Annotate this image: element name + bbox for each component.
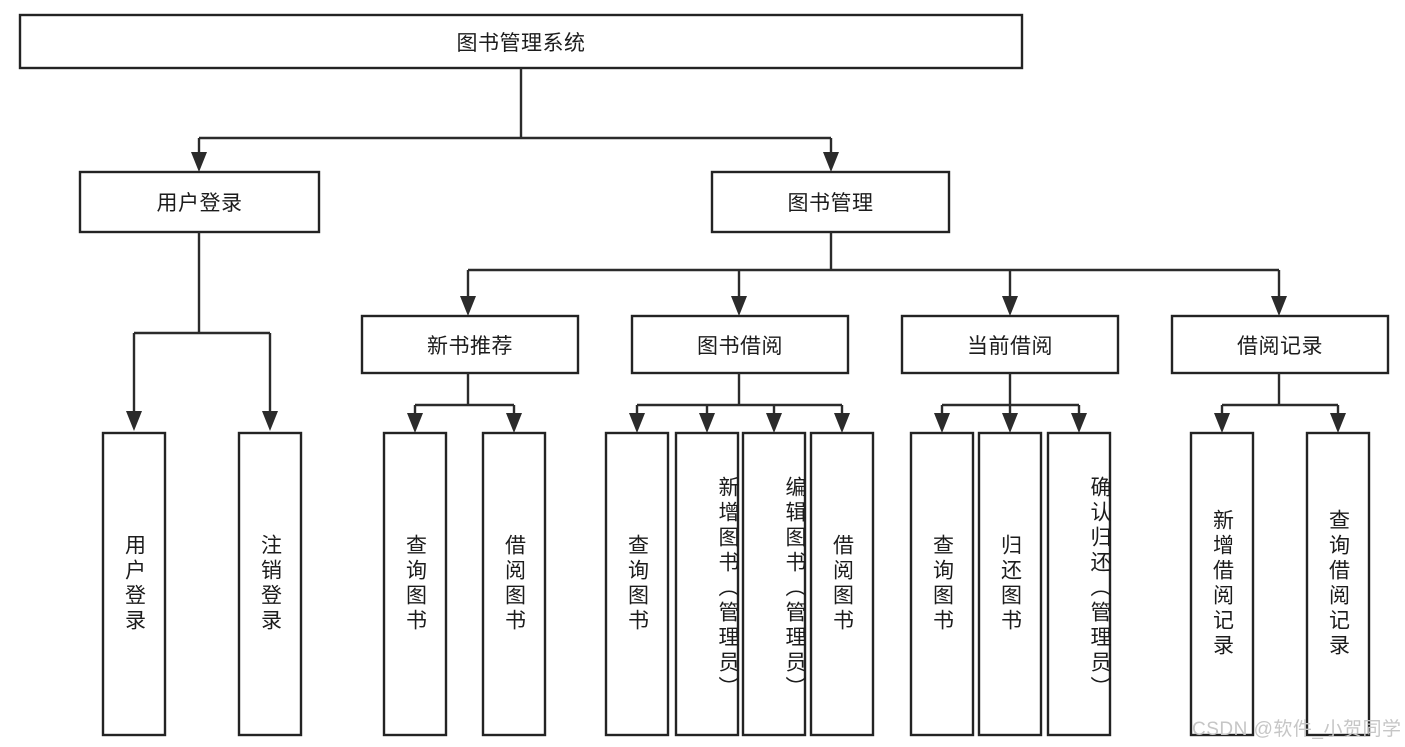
arrowhead-user-login-leaf-1 (126, 411, 142, 431)
node-box-root[interactable] (18, 13, 1024, 70)
node-box-leaf-confirm-return[interactable] (1046, 431, 1112, 737)
arrowhead-to-current-borrow (1002, 296, 1018, 316)
node-box-leaf-edit-book[interactable] (741, 431, 807, 737)
node-box-leaf-query-record[interactable] (1305, 431, 1371, 737)
node-box-leaf-query-book-3[interactable] (909, 431, 975, 737)
node-box-book-manage[interactable] (710, 170, 951, 234)
arrowhead-bb-leaf-2 (699, 413, 715, 433)
arrowhead-bb-leaf-4 (834, 413, 850, 433)
arrowhead-nbr-leaf-1 (407, 413, 423, 433)
arrowhead-to-book-borrow (731, 296, 747, 316)
node-box-leaf-return-book[interactable] (977, 431, 1043, 737)
node-box-leaf-logout[interactable] (237, 431, 303, 737)
arrowhead-cb-leaf-2 (1002, 413, 1018, 433)
arrowhead-to-new-book-recommend (460, 296, 476, 316)
arrowhead-to-borrow-record (1271, 296, 1287, 316)
node-box-leaf-user-login[interactable] (101, 431, 167, 737)
node-box-leaf-add-record[interactable] (1189, 431, 1255, 737)
node-box-book-borrow[interactable] (630, 314, 850, 375)
arrowhead-cb-leaf-3 (1071, 413, 1087, 433)
node-box-leaf-add-book[interactable] (674, 431, 740, 737)
node-box-new-book-recommend[interactable] (360, 314, 580, 375)
csdn-watermark: CSDN @软件_小贺同学 (1192, 719, 1402, 740)
node-box-leaf-borrow-book-2[interactable] (809, 431, 875, 737)
arrowhead-nbr-leaf-2 (506, 413, 522, 433)
arrowhead-bb-leaf-1 (629, 413, 645, 433)
node-box-leaf-borrow-book-1[interactable] (481, 431, 547, 737)
node-box-leaf-query-book-2[interactable] (604, 431, 670, 737)
node-box-borrow-record[interactable] (1170, 314, 1390, 375)
arrowhead-br-leaf-2 (1330, 413, 1346, 433)
arrowhead-root-to-user-login (191, 152, 207, 172)
arrowhead-root-to-book-manage (823, 152, 839, 172)
node-box-leaf-query-book-1[interactable] (382, 431, 448, 737)
arrowhead-bb-leaf-3 (766, 413, 782, 433)
node-box-current-borrow[interactable] (900, 314, 1120, 375)
node-box-user-login[interactable] (78, 170, 321, 234)
arrowhead-br-leaf-1 (1214, 413, 1230, 433)
arrowhead-cb-leaf-1 (934, 413, 950, 433)
arrowhead-user-login-leaf-2 (262, 411, 278, 431)
